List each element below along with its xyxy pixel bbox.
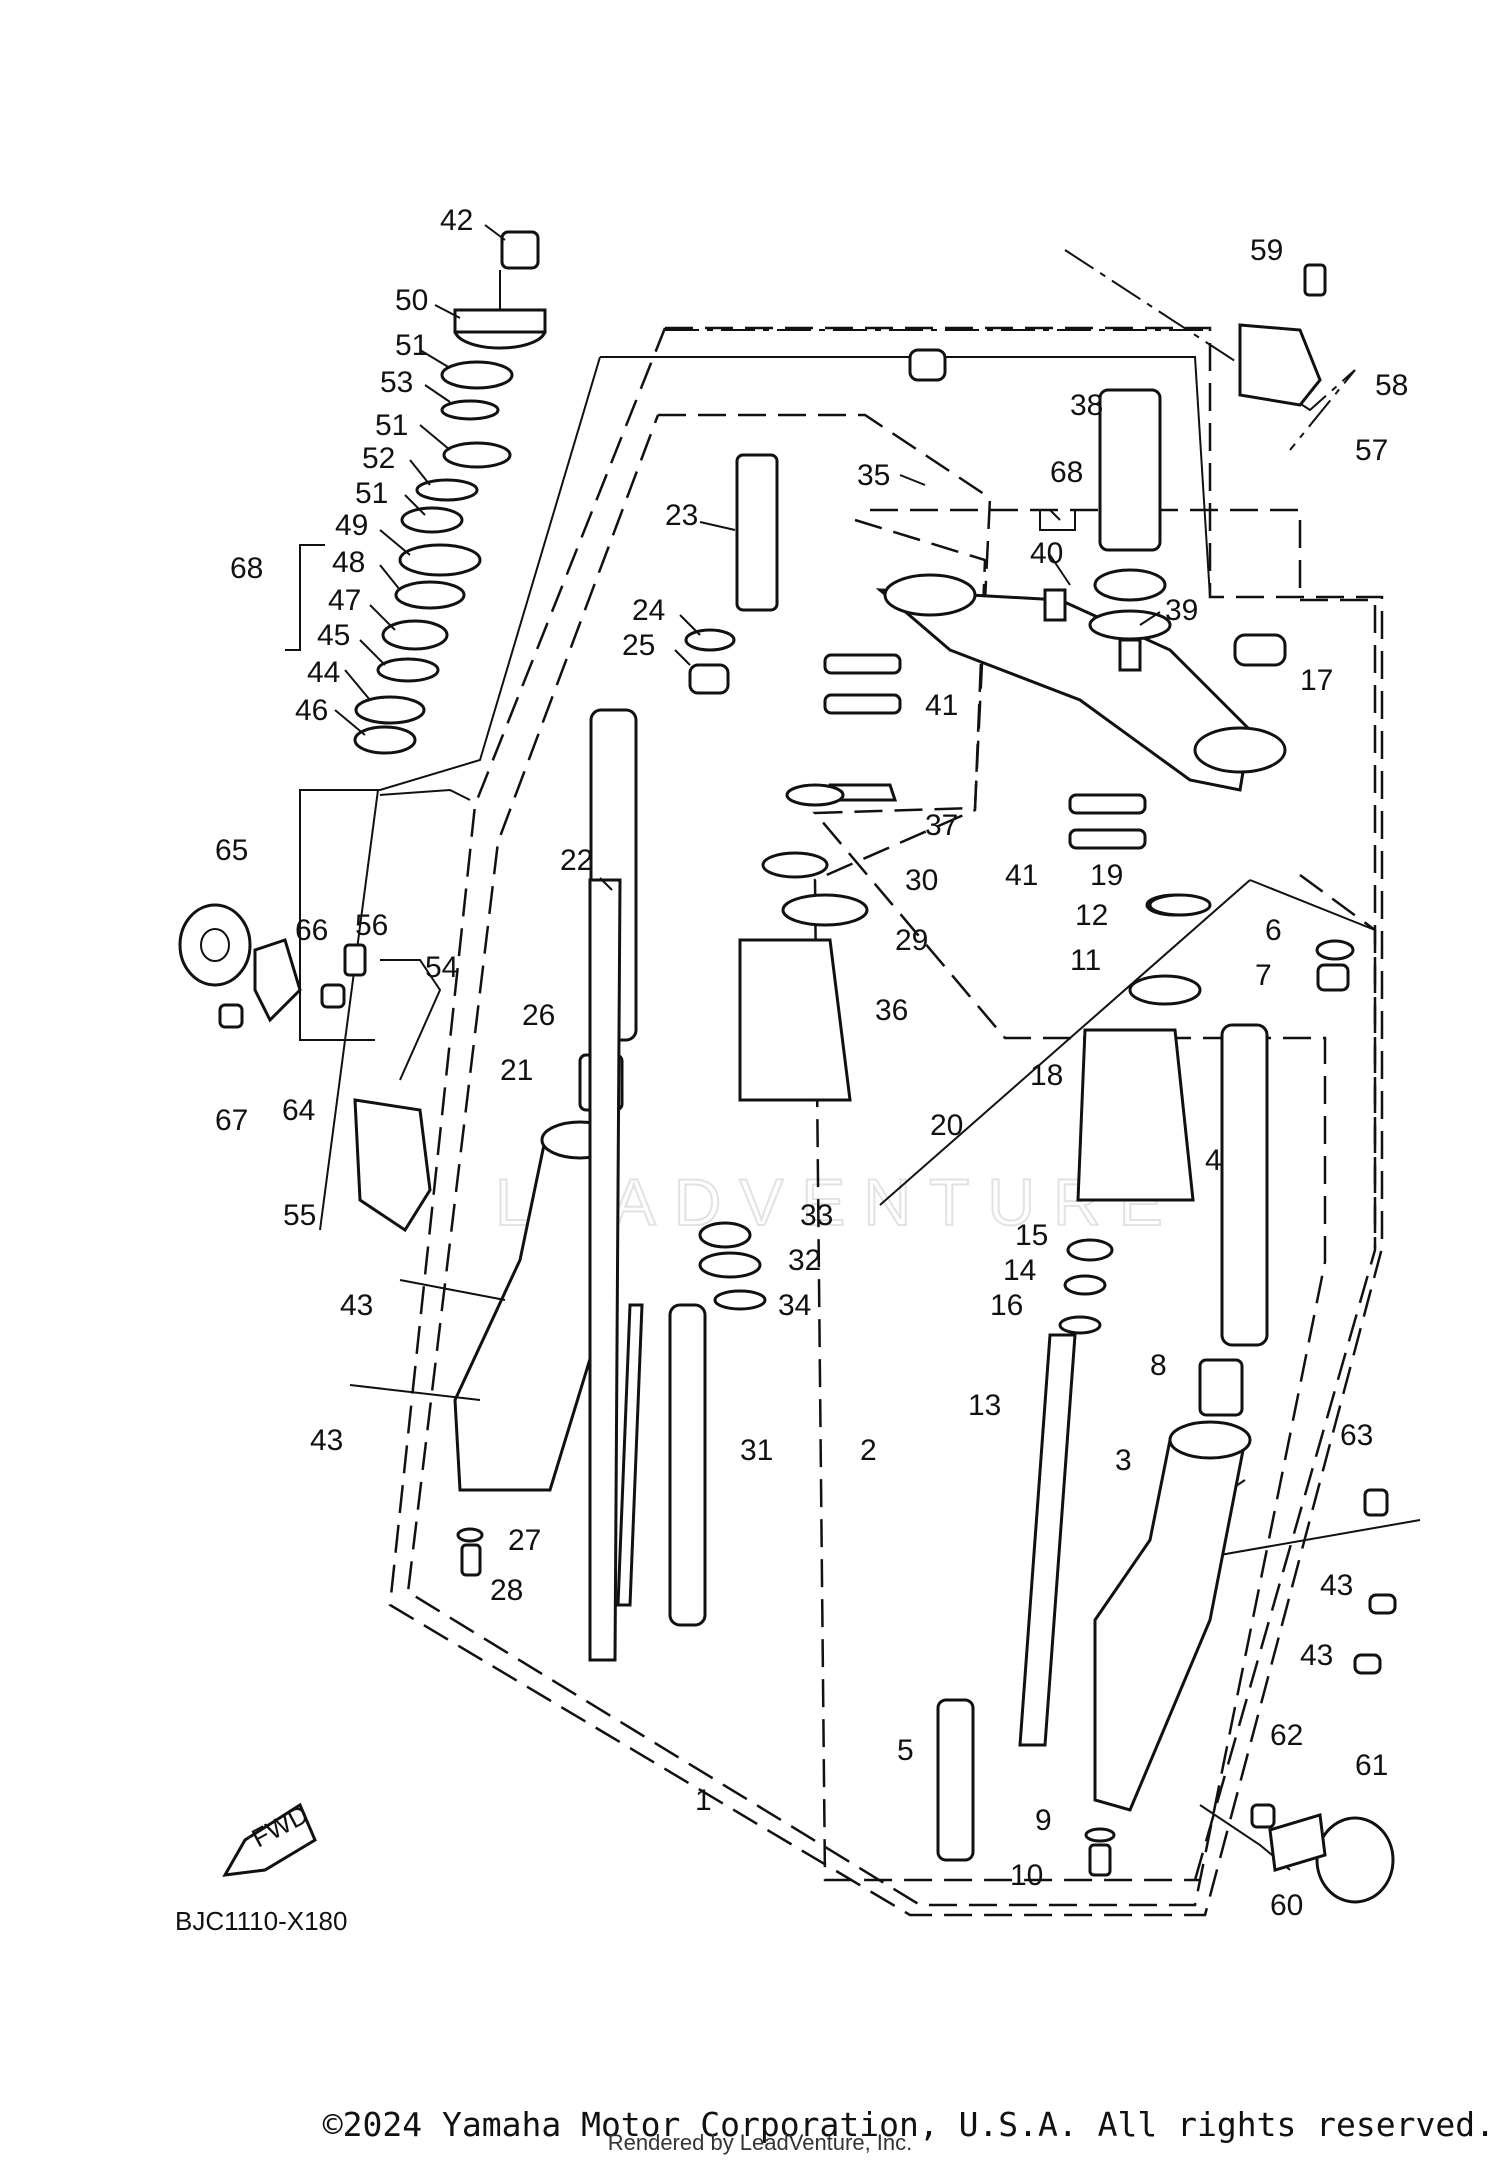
callout-2: 2 [860, 1434, 877, 1467]
callout-34: 34 [778, 1289, 811, 1322]
callout-8: 8 [1150, 1349, 1167, 1382]
callout-7: 7 [1255, 959, 1272, 992]
callout-54: 54 [425, 951, 458, 984]
callout-22: 22 [560, 844, 593, 877]
callout-15: 15 [1015, 1219, 1048, 1252]
callout-58: 58 [1375, 369, 1408, 402]
callout-21: 21 [500, 1054, 533, 1087]
callout-26: 26 [522, 999, 555, 1032]
callout-29: 29 [895, 924, 928, 957]
diagram-code: BJC1110-X180 [175, 1906, 347, 1936]
callout-16: 16 [990, 1289, 1023, 1322]
callout-64: 64 [282, 1094, 315, 1127]
callout-65: 65 [215, 834, 248, 867]
callout-43b: 43 [310, 1424, 343, 1457]
callout-4: 4 [1205, 1144, 1222, 1177]
callout-68a: 68 [230, 552, 263, 585]
callout-1: 1 [695, 1784, 712, 1817]
callout-17: 17 [1300, 664, 1333, 697]
callout-62: 62 [1270, 1719, 1303, 1752]
callout-51c: 51 [355, 477, 388, 510]
callout-42: 42 [440, 204, 473, 237]
callout-43a: 43 [340, 1289, 373, 1322]
callout-43c: 43 [1320, 1569, 1353, 1602]
callout-19: 19 [1090, 859, 1123, 892]
callout-44: 44 [307, 656, 340, 689]
callout-66: 66 [295, 914, 328, 947]
callout-41a: 41 [925, 689, 958, 722]
callout-13: 13 [968, 1389, 1001, 1422]
callout-25: 25 [622, 629, 655, 662]
callout-18: 18 [1030, 1059, 1063, 1092]
callout-67: 67 [215, 1104, 248, 1137]
callout-24: 24 [632, 594, 665, 627]
callout-27: 27 [508, 1524, 541, 1557]
callout-37: 37 [925, 809, 958, 842]
callout-55: 55 [283, 1199, 316, 1232]
callout-5: 5 [897, 1734, 914, 1767]
right-brackets [1238, 263, 1397, 1904]
steering-stem-stack [353, 230, 601, 791]
callout-48: 48 [332, 546, 365, 579]
rendered-by-text: Rendered by LeadVenture, Inc. [607, 2130, 913, 2155]
callout-68b: 68 [1050, 456, 1083, 489]
callout-51a: 51 [395, 329, 428, 362]
callout-50: 50 [395, 284, 428, 317]
callout-60: 60 [1270, 1889, 1303, 1922]
callout-59: 59 [1250, 234, 1283, 267]
callout-61: 61 [1355, 1749, 1388, 1782]
callout-3: 3 [1115, 1444, 1132, 1477]
callout-labels: 1 2 3 4 5 6 7 8 9 10 11 12 13 14 15 16 1… [215, 204, 1408, 1922]
callout-45: 45 [317, 619, 350, 652]
callout-38: 38 [1070, 389, 1103, 422]
copyright-text: ©2024 Yamaha Motor Corporation, U.S.A. A… [322, 2105, 1495, 2144]
callout-49: 49 [335, 509, 368, 542]
bracket-68-right [1039, 510, 1076, 531]
callout-41b: 41 [1005, 859, 1038, 892]
callout-30: 30 [905, 864, 938, 897]
callout-9: 9 [1035, 1804, 1052, 1837]
fwd-arrow-icon: FWD [222, 1799, 317, 1877]
callout-14: 14 [1003, 1254, 1036, 1287]
callout-10: 10 [1010, 1859, 1043, 1892]
callout-6: 6 [1265, 914, 1282, 947]
callout-40: 40 [1030, 537, 1063, 570]
bracket-68-left [285, 544, 325, 651]
callout-57: 57 [1355, 434, 1388, 467]
callout-33: 33 [800, 1199, 833, 1232]
callout-23: 23 [665, 499, 698, 532]
callout-20: 20 [930, 1109, 963, 1142]
callout-28: 28 [490, 1574, 523, 1607]
callout-39: 39 [1165, 594, 1198, 627]
callout-63: 63 [1340, 1419, 1373, 1452]
left-brackets [178, 903, 442, 1233]
callout-47: 47 [328, 584, 361, 617]
callout-35: 35 [857, 459, 890, 492]
callout-53: 53 [380, 366, 413, 399]
callout-11: 11 [1070, 944, 1101, 977]
left-fork-leg [349, 453, 898, 1662]
callout-32: 32 [788, 1244, 821, 1277]
callout-46: 46 [295, 694, 328, 727]
callout-52: 52 [362, 442, 395, 475]
callout-31: 31 [740, 1434, 773, 1467]
right-fork-leg [936, 893, 1355, 1877]
leader-lines [334, 224, 1161, 891]
callout-36: 36 [875, 994, 908, 1027]
callout-12: 12 [1075, 899, 1108, 932]
callout-51b: 51 [375, 409, 408, 442]
callout-56: 56 [355, 909, 388, 942]
callout-43d: 43 [1300, 1639, 1333, 1672]
